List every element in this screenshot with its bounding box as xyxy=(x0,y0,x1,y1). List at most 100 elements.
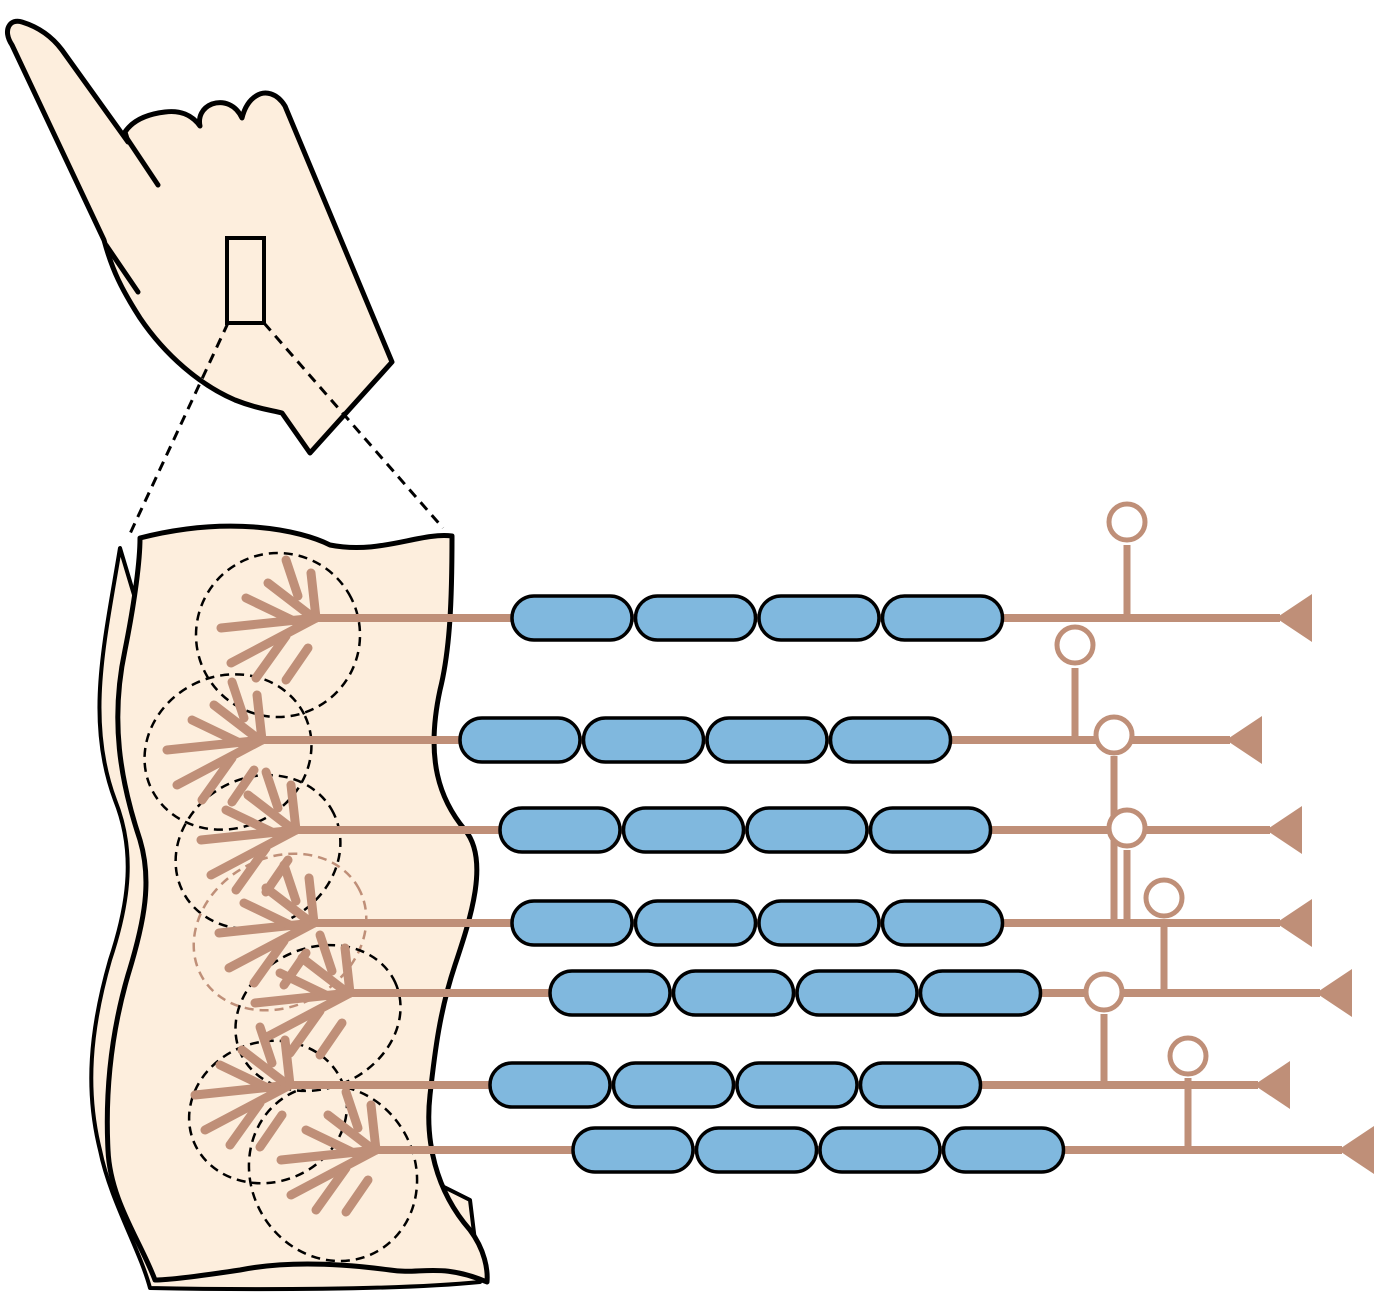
myelin-segment xyxy=(571,1126,695,1174)
nerve-ending-branch xyxy=(306,568,321,623)
nerve-ending-branch xyxy=(224,918,319,973)
myelin-segment xyxy=(868,806,993,854)
nerve-ending-branch xyxy=(187,715,247,749)
hand-icon xyxy=(5,18,395,456)
nerve-ending-icon xyxy=(216,555,321,685)
nerve-ending-branch xyxy=(221,805,281,839)
nerve-ending-branch xyxy=(172,735,267,790)
myelin-segment xyxy=(621,806,746,854)
nerve-ending-branch xyxy=(276,1145,381,1165)
hand-outline xyxy=(5,18,395,456)
nerve-ending-branch xyxy=(315,1018,347,1060)
myelin-segment xyxy=(705,716,829,764)
nerve-ending-branch xyxy=(341,1087,363,1133)
myelinated-axon xyxy=(214,860,1312,990)
myelinated-axon xyxy=(162,677,1262,807)
myelinated-axon xyxy=(250,930,1352,1060)
nerve-ending-branch xyxy=(260,988,355,1043)
nerve-ending-branch xyxy=(206,825,301,880)
myelin-segment xyxy=(548,969,672,1017)
cell-body-circle xyxy=(1143,877,1185,919)
magnified-region-box xyxy=(225,236,266,325)
nerve-ending-branch xyxy=(200,1080,295,1135)
nerve-ending-branch xyxy=(281,555,303,601)
nerve-ending-branch xyxy=(255,1110,287,1152)
nerve-ending-branch xyxy=(227,765,259,807)
palm-crease xyxy=(103,242,141,295)
zoom-line-right xyxy=(262,322,445,529)
nerve-ending-branch xyxy=(250,988,355,1008)
nerve-ending-branch xyxy=(255,1022,277,1068)
nerve-ending-branch xyxy=(301,1125,361,1159)
nerve-ending-branch xyxy=(279,860,301,906)
myelin-segment xyxy=(735,1061,859,1109)
axon-terminal-arrow xyxy=(1226,716,1262,764)
axon-terminal-arrow xyxy=(1276,594,1312,642)
nerve-ending-icon xyxy=(214,860,319,990)
neuron-cell-body xyxy=(1106,501,1148,618)
myelin-segment xyxy=(745,806,869,854)
myelin-segment xyxy=(880,899,1005,947)
zoom-line-left xyxy=(126,322,230,539)
myelin-segment xyxy=(671,969,796,1017)
nerve-ending-branch xyxy=(209,700,262,743)
myelin-segment xyxy=(498,806,622,854)
myelin-segment xyxy=(818,1126,942,1174)
myelinated-axon xyxy=(276,1087,1374,1217)
myelin-segment xyxy=(633,594,758,642)
nerve-ending-branch xyxy=(252,690,267,745)
myelin-segment xyxy=(488,1061,612,1109)
axon-terminal-arrow xyxy=(1316,969,1352,1017)
myelin-segment xyxy=(510,899,634,947)
nerve-ending-branch xyxy=(227,677,249,723)
nerve-ending-branch xyxy=(366,1100,381,1155)
nerve-ending-branch xyxy=(241,593,301,627)
nerve-ending-branch xyxy=(297,953,350,996)
myelin-segment xyxy=(795,969,919,1017)
cell-body-circle xyxy=(1106,807,1148,849)
nerve-ending-branch xyxy=(226,613,321,668)
nerve-ending-branch xyxy=(311,1163,351,1215)
nerve-ending-branch xyxy=(215,1060,275,1094)
nerve-ending-branch xyxy=(196,825,301,845)
myelinated-axon xyxy=(196,767,1302,897)
nerve-ending-branch xyxy=(281,643,313,685)
myelin-segment xyxy=(880,594,1005,642)
neuron-cell-body xyxy=(1106,807,1148,923)
nerve-ending-branch xyxy=(162,735,267,755)
neuron-cell-body xyxy=(1083,971,1125,1085)
nerve-ending-icon xyxy=(190,1022,295,1152)
myelin-segment xyxy=(633,899,758,947)
nerve-ending-branch xyxy=(231,843,271,895)
nerve-ending-branch xyxy=(261,883,314,926)
receptive-field-ellipse xyxy=(247,1083,419,1263)
nerve-ending-branch xyxy=(249,936,289,988)
nerve-ending-branch xyxy=(197,753,237,805)
nerve-ending-branch xyxy=(286,780,301,835)
cell-body-circle xyxy=(1167,1035,1209,1077)
axon-terminal-arrow xyxy=(1338,1126,1374,1174)
myelin-segment xyxy=(581,716,706,764)
axon-terminal-arrow xyxy=(1266,806,1302,854)
receptive-field-ellipse xyxy=(194,551,362,719)
myelin-segment xyxy=(918,969,1043,1017)
myelin-segment xyxy=(611,1061,736,1109)
cell-body-circle xyxy=(1093,714,1135,756)
nerve-ending-icon xyxy=(162,677,267,807)
axon-terminal-arrow xyxy=(1276,899,1312,947)
nerve-ending-icon xyxy=(276,1087,381,1217)
myelin-segment xyxy=(828,716,953,764)
nerve-ending-branch xyxy=(251,631,291,683)
myelin-segment xyxy=(458,716,582,764)
nerve-ending-branch xyxy=(243,790,296,833)
nerve-ending-branch xyxy=(263,578,316,621)
neuron-cell-body xyxy=(1093,714,1135,923)
nerve-ending-branch xyxy=(315,930,337,976)
nerve-ending-branch xyxy=(340,943,355,998)
myelinated-axon xyxy=(216,555,1312,685)
myelin-segment xyxy=(757,594,881,642)
receptive-field-ellipse xyxy=(174,773,342,931)
axon-terminal-arrow xyxy=(1254,1061,1290,1109)
receptive-field-ellipse xyxy=(143,673,313,831)
cell-body-circle xyxy=(1106,501,1148,543)
